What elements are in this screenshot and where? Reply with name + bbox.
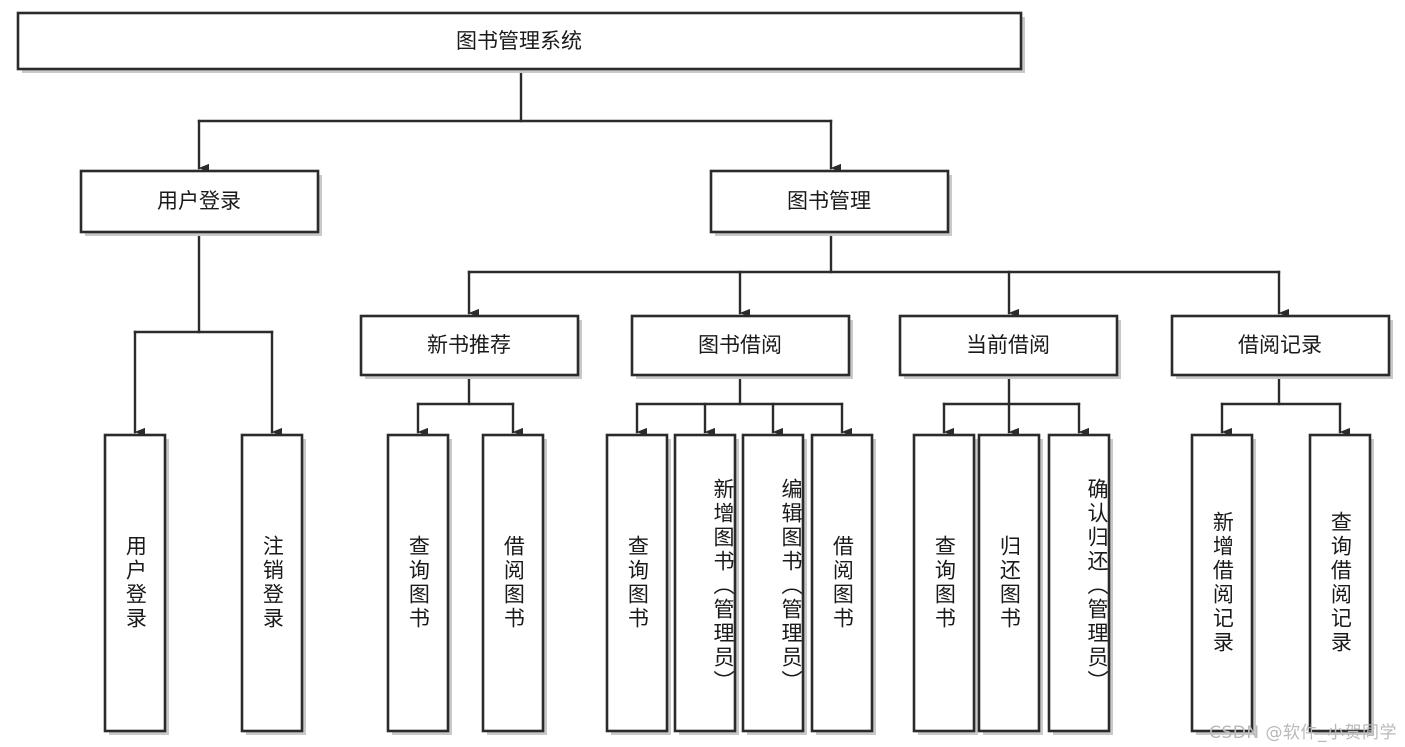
node-borrow-record-label: 借阅记录 [1238, 333, 1322, 357]
leaf-user-login-0[interactable] [103, 433, 169, 735]
leaf-current-borrow-1[interactable] [977, 433, 1043, 735]
leaf-new-book-1[interactable] [481, 433, 547, 735]
node-borrow-record[interactable]: 借阅记录 [1170, 314, 1393, 379]
leaf-book-borrow-1[interactable] [673, 433, 739, 735]
edge-group-current-borrow [942, 374, 1090, 437]
edge-group-root [197, 71, 842, 173]
node-book-borrow-box[interactable] [630, 314, 851, 377]
node-book-manage[interactable]: 图书管理 [709, 169, 952, 236]
leaf-book-borrow-2[interactable] [741, 433, 807, 735]
leaf-current-borrow-0[interactable] [912, 433, 978, 735]
node-root-label: 图书管理系统 [456, 29, 582, 53]
leaf-new-book-0-box[interactable] [386, 433, 450, 733]
node-new-book-recommend-label: 新书推荐 [427, 333, 511, 357]
node-book-manage-label: 图书管理 [787, 189, 871, 213]
leaf-borrow-record-1-box[interactable] [1308, 433, 1372, 733]
leaf-user-login-1-box[interactable] [240, 433, 304, 733]
leaf-book-borrow-0[interactable] [605, 433, 671, 735]
edge-group-book-manage [467, 231, 1290, 318]
node-new-book-recommend[interactable]: 新书推荐 [359, 314, 582, 379]
node-root-box[interactable] [16, 11, 1023, 71]
leaf-user-login-1[interactable] [240, 433, 306, 735]
leaf-book-borrow-3-box[interactable] [810, 433, 874, 733]
leaf-current-borrow-2-box[interactable] [1047, 433, 1111, 733]
edge-group-new-book [416, 374, 524, 437]
leaf-current-borrow-2[interactable] [1047, 433, 1113, 735]
csdn-watermark: CSDN @软件_小贺同学 [1209, 723, 1397, 743]
node-user-login-label: 用户登录 [157, 189, 241, 213]
leaf-current-borrow-0-box[interactable] [912, 433, 976, 733]
leaf-current-borrow-1-box[interactable] [977, 433, 1041, 733]
leaf-borrow-record-0[interactable] [1190, 433, 1256, 735]
node-current-borrow[interactable]: 当前借阅 [898, 314, 1121, 379]
edge-group-borrow-record [1220, 374, 1351, 437]
leaf-book-borrow-1-box[interactable] [673, 433, 737, 733]
leaf-new-book-1-box[interactable] [481, 433, 545, 733]
leaf-book-borrow-3[interactable] [810, 433, 876, 735]
node-current-borrow-box[interactable] [898, 314, 1119, 377]
leaf-book-borrow-2-box[interactable] [741, 433, 805, 733]
edge-group-book-borrow [635, 374, 853, 437]
node-current-borrow-label: 当前借阅 [966, 333, 1050, 357]
leaf-new-book-0[interactable] [386, 433, 452, 735]
node-user-login-box[interactable] [79, 169, 320, 234]
leaf-borrow-record-0-box[interactable] [1190, 433, 1254, 733]
leaf-borrow-record-1[interactable] [1308, 433, 1374, 735]
node-user-login[interactable]: 用户登录 [79, 169, 322, 236]
edge-group-user-login [133, 231, 283, 437]
node-borrow-record-box[interactable] [1170, 314, 1391, 377]
leaf-book-borrow-0-box[interactable] [605, 433, 669, 733]
node-root[interactable]: 图书管理系统 [16, 11, 1025, 73]
node-book-borrow[interactable]: 图书借阅 [630, 314, 853, 379]
node-new-book-recommend-box[interactable] [359, 314, 580, 377]
node-book-manage-box[interactable] [709, 169, 950, 234]
leaf-user-login-0-box[interactable] [103, 433, 167, 733]
node-book-borrow-label: 图书借阅 [698, 333, 782, 357]
